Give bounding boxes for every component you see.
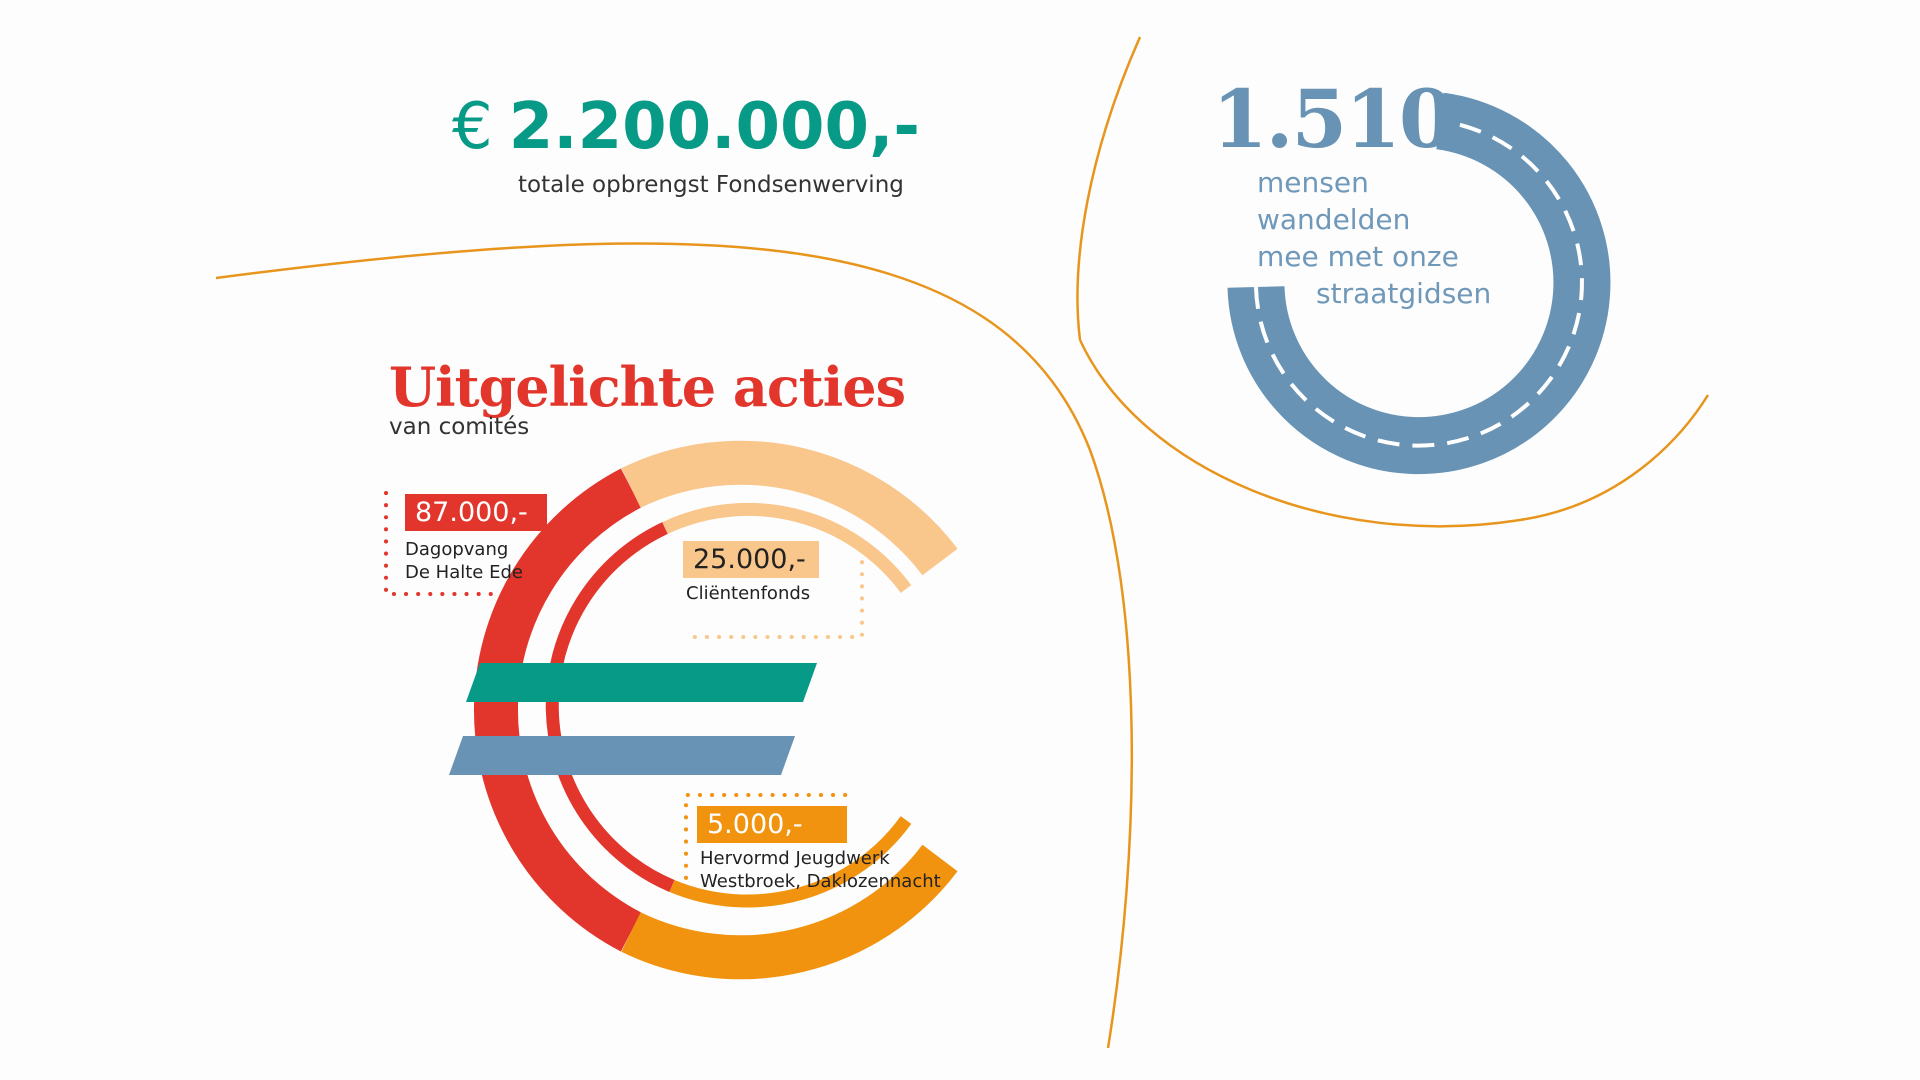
action-amount-jeugdwerk: 5.000,- [697,806,847,843]
dotted-connectors [384,491,864,892]
arc-red-outer [473,468,642,952]
connector-orange [684,793,850,892]
action-amount-clientenfonds: 25.000,- [683,541,819,578]
arc-peach-inner [662,502,912,593]
arc-orange-inner [669,816,912,908]
divider-curve-left [215,242,1134,1049]
euro-bar-blue [449,736,795,775]
road-ring-icon [1227,92,1611,475]
action-label-line: Cliëntenfonds [686,583,811,604]
action-label-dagopvang: Dagopvang De Halte Ede [405,538,523,584]
divider-curve-right [1078,339,1710,528]
fundraising-total-amount: 2.200.000,- [508,90,920,164]
section-subtitle: van comités [389,414,530,440]
euro-sign-icon: € [452,90,493,164]
connector-peach [684,548,864,639]
euro-graphic [449,440,958,980]
action-label-line: De Halte Ede [405,562,523,583]
divider-curve-top [1076,36,1142,341]
walkers-text-line-3: mee met onze [1257,240,1459,273]
walkers-text-line-2: wandelden [1257,203,1411,236]
section-title: Uitgelichte acties [389,355,906,419]
euro-bar-teal [466,663,817,702]
arc-orange-outer [621,844,958,980]
action-amount-dagopvang: 87.000,- [405,494,547,531]
fundraising-caption: totale opbrengst Fondsenwerving [518,172,904,198]
arc-peach-outer [621,440,958,576]
fundraising-total: € 2.200.000,- [452,95,920,159]
action-label-line: Westbroek, Daklozennacht [700,871,941,892]
arc-red-inner [545,522,675,892]
action-label-line: Dagopvang [405,539,509,560]
walkers-text-line-4: straatgidsen [1316,277,1492,310]
action-label-jeugdwerk: Hervormd Jeugdwerk Westbroek, Daklozenna… [700,847,941,893]
walkers-text-line-1: mensen [1257,166,1369,199]
walkers-count: 1.510 [1212,72,1455,166]
action-label-clientenfonds: Cliëntenfonds [686,582,810,605]
action-label-line: Hervormd Jeugdwerk [700,848,890,869]
